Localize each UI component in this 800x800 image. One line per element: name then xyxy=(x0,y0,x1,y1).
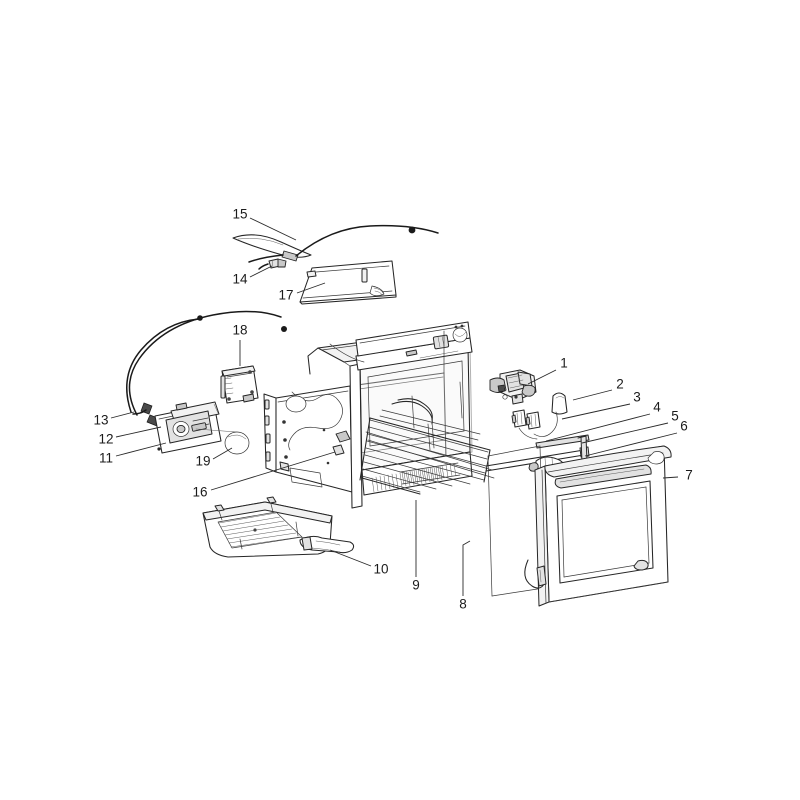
callout-label-17: 17 xyxy=(278,288,293,303)
callout-leader-8 xyxy=(462,540,471,596)
part-3-small-connector-block xyxy=(511,409,538,440)
callout-label-8: 8 xyxy=(459,597,467,612)
callout-label-5: 5 xyxy=(671,409,679,424)
callout-leader-1 xyxy=(527,369,557,385)
callout-leader-17 xyxy=(296,282,326,294)
part-10-grill-pan-with-trivet xyxy=(202,496,355,558)
part-1-gas-valve-burner-assembly xyxy=(489,369,537,405)
callout-leader-6 xyxy=(584,432,678,457)
part-18-electronic-control-module xyxy=(220,365,259,404)
callout-label-15: 15 xyxy=(232,207,247,222)
callout-label-10: 10 xyxy=(373,562,388,577)
callout-label-1: 1 xyxy=(560,356,568,371)
callout-label-4: 4 xyxy=(653,400,661,415)
callout-leader-19 xyxy=(212,447,233,460)
callout-label-11: 11 xyxy=(99,451,113,466)
callout-label-13: 13 xyxy=(93,413,108,428)
part-15-thermostat-capillary-probe xyxy=(232,224,439,263)
callout-leader-4 xyxy=(545,413,651,442)
callout-label-3: 3 xyxy=(633,390,641,405)
callout-label-18: 18 xyxy=(232,323,247,338)
callout-leader-14 xyxy=(249,265,273,278)
part-9-oven-cavity-liner xyxy=(263,321,473,509)
callout-label-7: 7 xyxy=(685,468,693,483)
callout-label-6: 6 xyxy=(680,419,688,434)
part-8-inner-door-glass-panel xyxy=(487,445,545,597)
callout-leader-15 xyxy=(249,217,297,241)
callout-leader-5 xyxy=(581,422,669,444)
callout-label-16: 16 xyxy=(192,485,207,500)
part-14-thermocouple-tip xyxy=(258,258,287,270)
callout-label-14: 14 xyxy=(232,272,248,287)
callout-leader-7 xyxy=(662,476,679,479)
callout-leader-16 xyxy=(210,451,336,491)
callout-leader-2 xyxy=(572,389,613,401)
callout-leader-13 xyxy=(110,411,135,419)
part-2-injector-cap xyxy=(533,392,568,437)
leader-lines xyxy=(110,217,679,596)
part-17-oven-bottom-heat-shield xyxy=(299,260,397,305)
oven-wire-shelf-rack xyxy=(359,381,590,495)
callout-leader-11 xyxy=(115,442,167,457)
part-12-ignition-spark-generator xyxy=(165,401,220,444)
callout-leader-3 xyxy=(561,403,631,420)
callout-leader-12 xyxy=(115,426,162,438)
callout-label-12: 12 xyxy=(98,432,113,447)
part-4-terminal-block xyxy=(525,411,541,430)
callout-label-19: 19 xyxy=(195,454,210,469)
callout-label-9: 9 xyxy=(412,578,420,593)
callout-label-2: 2 xyxy=(616,377,624,392)
callout-leader-10 xyxy=(329,549,372,567)
part-7-oven-door-assembly xyxy=(524,445,672,607)
